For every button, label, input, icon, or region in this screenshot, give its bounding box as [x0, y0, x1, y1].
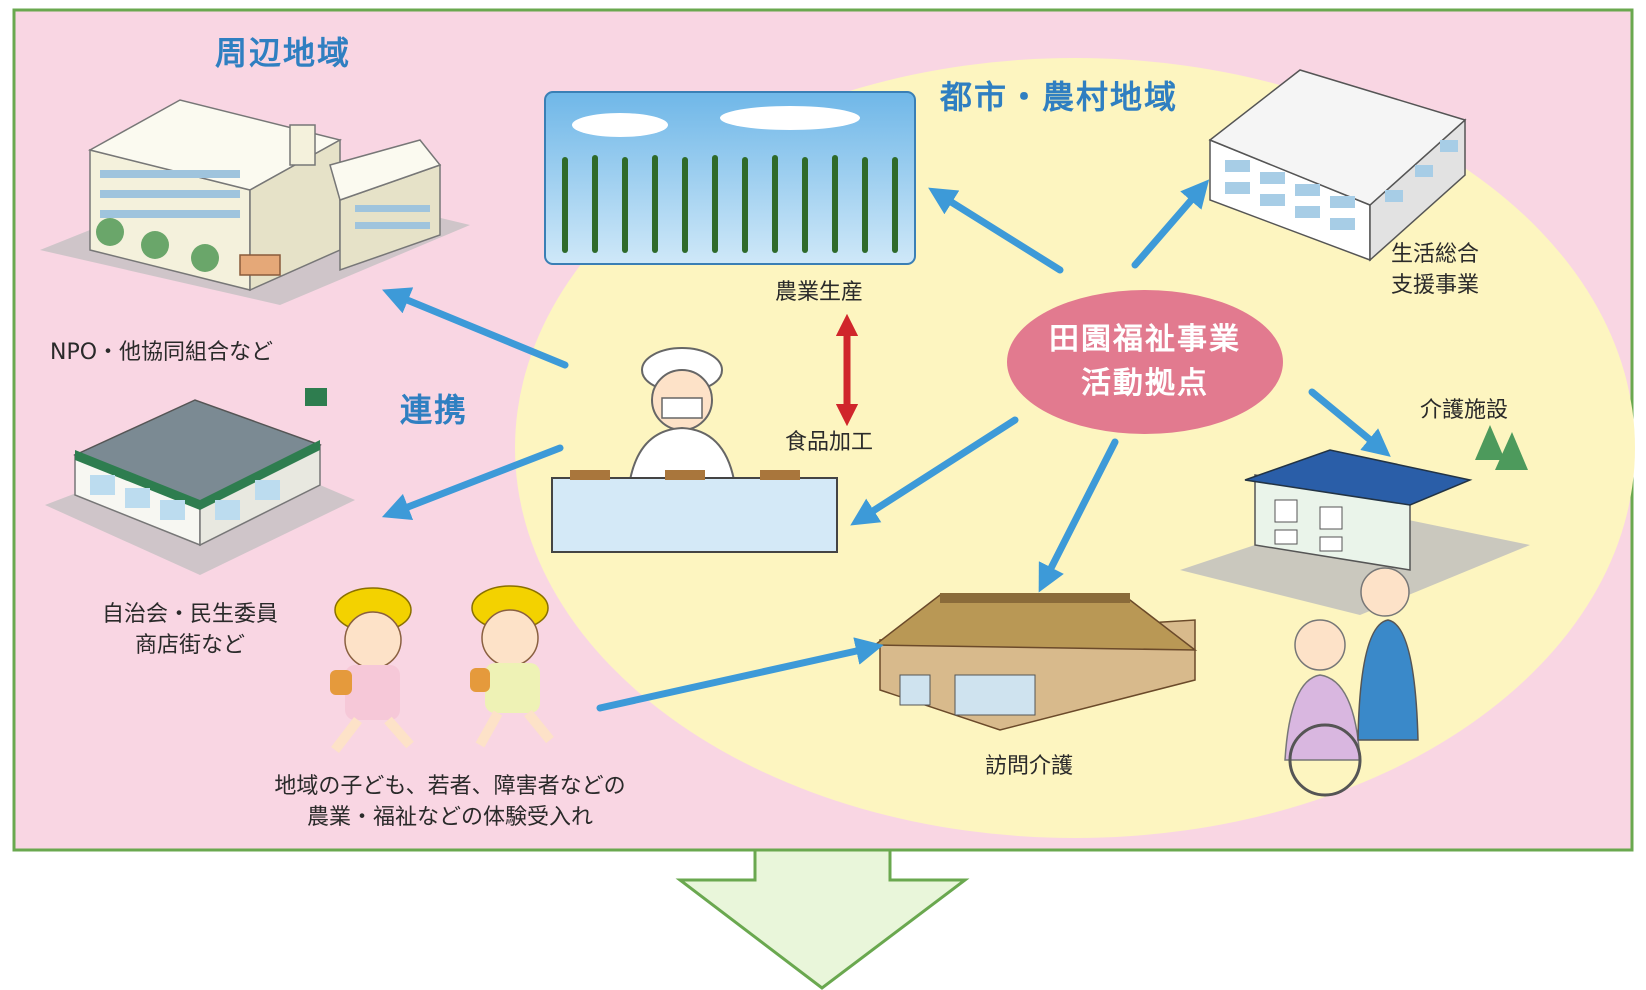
collaboration-label: 連携	[400, 391, 469, 429]
life-support-label: 生活総合 支援事業	[1370, 240, 1500, 302]
food-processing-label: 食品加工	[785, 430, 874, 455]
hub-label: 田園福祉事業 活動拠点	[1007, 318, 1283, 405]
children-icon	[330, 585, 554, 754]
children-line-1: 地域の子ども、若者、障害者などの	[274, 774, 626, 799]
down-arrow	[675, 848, 970, 990]
children-line-2: 農業・福祉などの体験受入れ	[306, 804, 593, 830]
arrow-hub-to-life-support	[1131, 179, 1210, 269]
life-support-building-icon	[1208, 69, 1467, 262]
life-support-line-2: 支援事業	[1390, 272, 1479, 298]
npo-label: NPO・他協同組合など	[50, 340, 274, 365]
arrow-hub-to-agriculture	[928, 187, 1064, 274]
food-worker-icon	[551, 347, 838, 553]
arrow-hub-to-care-facility	[1308, 388, 1391, 457]
home-care-label: 訪問介護	[985, 754, 1074, 779]
agriculture-label: 農業生産	[775, 280, 864, 305]
hub-line-1: 田園福祉事業	[1049, 322, 1241, 357]
region-surrounding-title: 周辺地域	[215, 34, 352, 72]
hub-line-2: 活動拠点	[1081, 365, 1209, 401]
region-urban-rural-title: 都市・農村地域	[940, 78, 1179, 116]
arrows	[381, 179, 1391, 712]
store-building-icon	[45, 388, 355, 575]
npo-building-icon	[40, 99, 470, 305]
arrow-to-npo	[382, 287, 569, 369]
arrow-to-store	[381, 444, 564, 520]
jichikai-label: 自治会・民生委員 商店街など	[65, 600, 315, 662]
children-label: 地域の子ども、若者、障害者などの 農業・福祉などの体験受入れ	[210, 772, 690, 834]
arrow-hub-to-food-processing	[850, 416, 1019, 526]
rice-field-icon	[544, 91, 916, 265]
care-facility-label: 介護施設	[1420, 398, 1509, 423]
care-facility-icon	[1180, 425, 1530, 797]
jichikai-line-1: 自治会・民生委員	[101, 602, 278, 627]
arrow-hub-to-home-care	[1038, 438, 1119, 593]
hub-ellipse	[1007, 290, 1283, 434]
arrow-children-to-home-care	[596, 637, 884, 712]
jichikai-line-2: 商店街など	[134, 632, 245, 658]
thatched-house-icon	[872, 593, 1198, 731]
life-support-line-1: 生活総合	[1390, 242, 1479, 267]
